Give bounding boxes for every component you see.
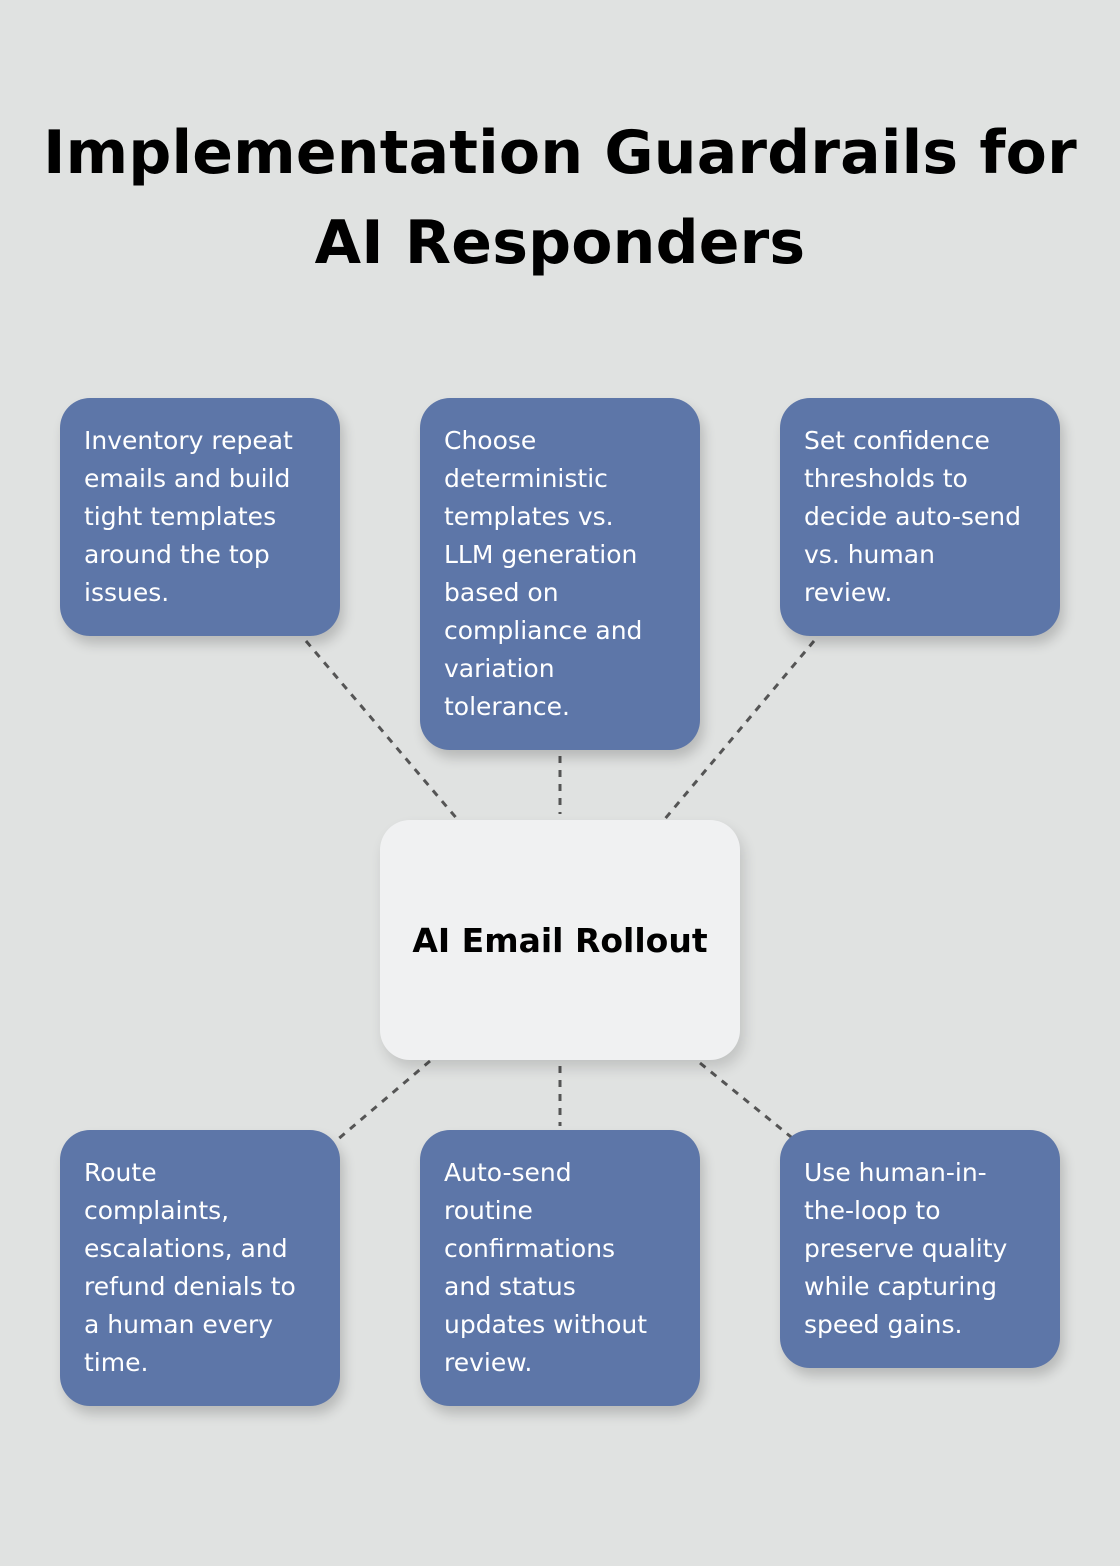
connector-top-right [662,640,816,821]
node-text-line: vs. human [804,540,935,569]
node-text-line: while capturing [804,1272,998,1301]
node-text-line: LLM generation [444,540,638,569]
node-text-line: Route [84,1158,157,1187]
node-text-line: refund denials to [84,1272,296,1301]
node-text-line: review. [804,578,893,607]
node-text-line: tight templates [84,502,277,531]
node-text-line: around the top [84,540,270,569]
node-text-line: Choose [444,426,537,455]
center-node: AI Email Rollout [380,820,740,1060]
node-text-line: compliance and [444,616,643,645]
node-text-line: Set confidence [804,426,990,455]
title-line-2: AI Responders [314,208,806,278]
node-text-line: deterministic [444,464,608,493]
title-line-1: Implementation Guardrails for [43,118,1077,188]
step-route-to-human: Route complaints, escalations, and refun… [60,1130,340,1406]
node-text-line: decide auto-send [804,502,1022,531]
node-text-line: Auto-send [444,1158,572,1187]
node-text-line: confirmations [444,1234,616,1263]
node-text-line: based on [444,578,559,607]
center-label: AI Email Rollout [412,920,708,960]
step-choose-generation-method: Choose deterministic templates vs. LLM g… [420,398,700,750]
connector-bottom-right [699,1061,797,1143]
node-text-line: time. [84,1348,149,1377]
node-text-line: templates vs. [444,502,614,531]
node-text-line: review. [444,1348,533,1377]
node-text-line: escalations, and [84,1234,288,1263]
node-text-line: preserve quality [804,1234,1008,1263]
step-confidence-thresholds: Set confidence thresholds to decide auto… [780,398,1060,636]
node-text-line: tolerance. [444,692,570,721]
node-text-line: thresholds to [804,464,968,493]
connector-top-left [304,640,460,821]
node-text-line: the-loop to [804,1196,941,1225]
node-text-line: routine [444,1196,533,1225]
step-inventory-templates: Inventory repeat emails and build tight … [60,398,340,636]
node-text-line: updates without [444,1310,648,1339]
step-auto-send-routine: Auto-send routine confirmations and stat… [420,1130,700,1406]
node-text-line: a human every [84,1310,274,1339]
node-text-line: Inventory repeat [84,426,293,455]
node-text-line: Use human-in- [804,1158,987,1187]
step-human-in-the-loop: Use human-in- the-loop to preserve quali… [780,1130,1060,1368]
node-text-line: speed gains. [804,1310,963,1339]
connector-bottom-left [329,1059,431,1148]
node-text-line: emails and build [84,464,291,493]
node-text-line: issues. [84,578,170,607]
node-text-line: and status [444,1272,576,1301]
node-text-line: complaints, [84,1196,230,1225]
node-text-line: variation [444,654,555,683]
page-title: Implementation Guardrails for AI Respond… [40,108,1080,288]
